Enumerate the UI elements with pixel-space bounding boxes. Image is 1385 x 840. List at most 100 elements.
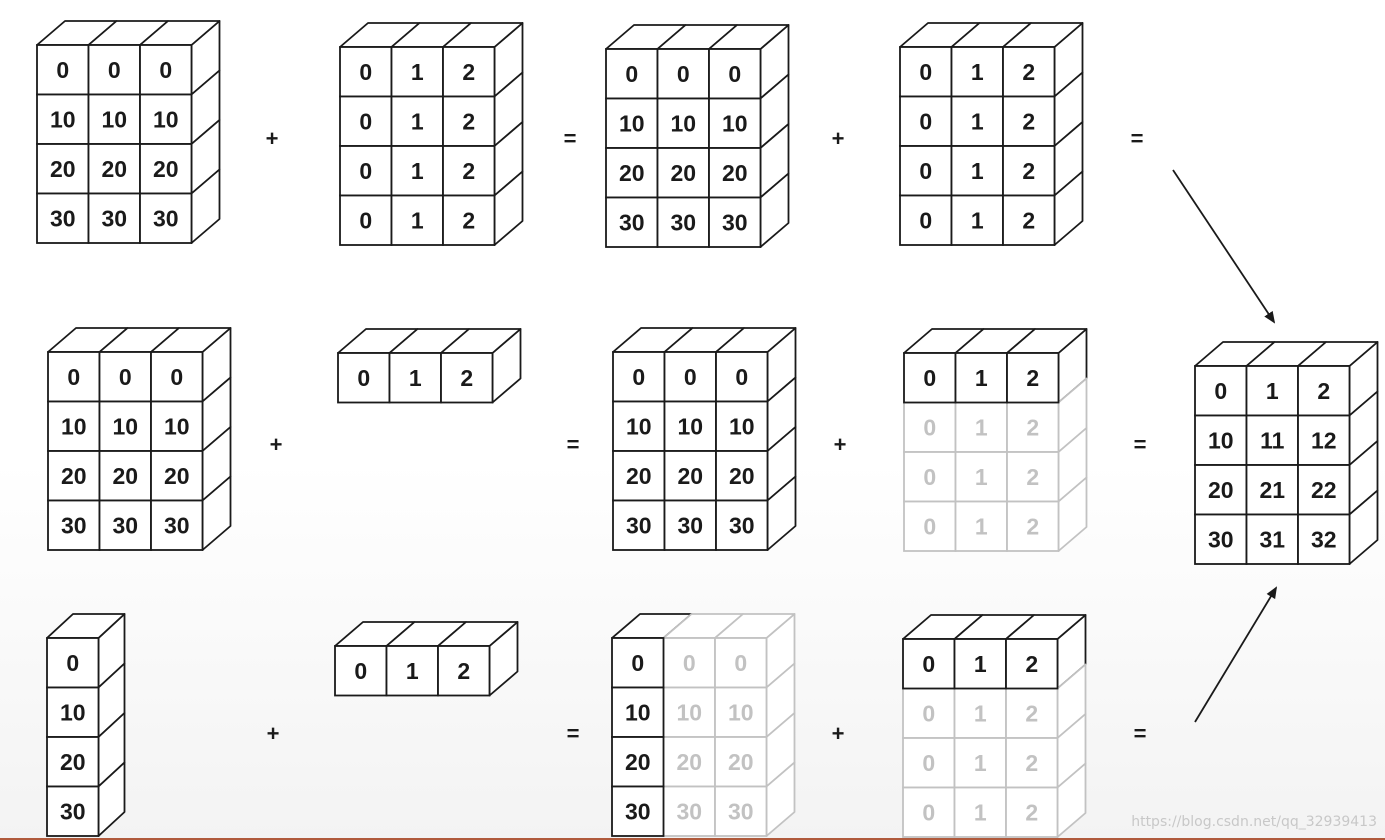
cell-value: 2 bbox=[462, 59, 475, 85]
cell-value: 0 bbox=[919, 207, 932, 233]
cube-front-face bbox=[46, 736, 100, 788]
cell-value: 0 bbox=[108, 57, 121, 83]
cell-value: 2 bbox=[462, 158, 475, 184]
cube-front-face bbox=[1002, 46, 1056, 98]
cell-value: 0 bbox=[625, 61, 638, 87]
plus-operator: + bbox=[834, 432, 847, 457]
cube-front-face bbox=[437, 645, 491, 697]
cube-front-face bbox=[715, 400, 769, 452]
cell-value: 32 bbox=[1311, 526, 1337, 552]
cell-value: 0 bbox=[922, 700, 935, 726]
cube-front-face bbox=[953, 786, 1007, 838]
cube-front-face bbox=[714, 736, 768, 788]
cube-front-face bbox=[390, 95, 444, 147]
plus-operator: + bbox=[832, 126, 845, 151]
cube-front-face bbox=[87, 192, 141, 244]
cell-value: 30 bbox=[626, 512, 652, 538]
cube-front-face bbox=[950, 46, 1004, 98]
cube-front-face bbox=[708, 48, 762, 100]
cube-front-face bbox=[950, 145, 1004, 197]
arrow-to-result-bottom bbox=[1194, 586, 1278, 723]
cell-value: 20 bbox=[164, 463, 190, 489]
cell-value: 22 bbox=[1311, 477, 1337, 503]
cube-front-face bbox=[605, 196, 659, 248]
cell-value: 20 bbox=[625, 749, 651, 775]
cube-front-face bbox=[656, 196, 710, 248]
cell-value: 30 bbox=[677, 512, 703, 538]
cell-value: 0 bbox=[359, 59, 372, 85]
cube-front-face bbox=[612, 351, 666, 403]
watermark-text: https://blog.csdn.net/qq_32939413 bbox=[1131, 814, 1377, 830]
cube-front-face bbox=[612, 499, 666, 551]
equals-operator: = bbox=[564, 126, 577, 151]
equals-operator: = bbox=[567, 721, 580, 746]
cube-front-face bbox=[1194, 414, 1248, 466]
cell-value: 30 bbox=[625, 798, 651, 824]
cell-value: 0 bbox=[357, 365, 370, 391]
cell-value: 20 bbox=[677, 463, 703, 489]
cell-value: 30 bbox=[50, 205, 76, 231]
cell-value: 1 bbox=[411, 59, 424, 85]
cube-front-face bbox=[1245, 513, 1299, 565]
cube-front-face bbox=[139, 93, 193, 145]
cube-front-face bbox=[611, 736, 665, 788]
cell-value: 2 bbox=[1022, 108, 1035, 134]
equals-operator: = bbox=[567, 432, 580, 457]
cube-front-face bbox=[390, 46, 444, 98]
cell-value: 10 bbox=[153, 106, 179, 132]
cube-front-face bbox=[1005, 737, 1059, 789]
cell-value: 20 bbox=[61, 463, 87, 489]
cell-value: 30 bbox=[112, 512, 138, 538]
cube-front-face bbox=[612, 450, 666, 502]
cell-value: 30 bbox=[729, 512, 755, 538]
cube-front-face bbox=[903, 352, 957, 404]
cell-value: 1 bbox=[975, 464, 988, 490]
cell-value: 1 bbox=[411, 207, 424, 233]
cube-front-face bbox=[663, 450, 717, 502]
cube-front-face bbox=[715, 499, 769, 551]
cell-value: 10 bbox=[164, 413, 190, 439]
cell-value: 30 bbox=[101, 205, 127, 231]
cell-value: 1 bbox=[971, 158, 984, 184]
cell-value: 1 bbox=[411, 158, 424, 184]
cell-value: 10 bbox=[61, 413, 87, 439]
cell-value: 10 bbox=[728, 699, 754, 725]
equals-operator: = bbox=[1131, 126, 1144, 151]
cell-value: 1 bbox=[975, 513, 988, 539]
cube-front-face bbox=[1002, 95, 1056, 147]
cell-value: 20 bbox=[722, 160, 748, 186]
cell-value: 0 bbox=[923, 513, 936, 539]
arrow-to-result-top bbox=[1172, 169, 1276, 324]
cell-value: 2 bbox=[1022, 158, 1035, 184]
cube-front-face bbox=[662, 785, 716, 837]
cube-front-face bbox=[334, 645, 388, 697]
cube-front-face bbox=[902, 687, 956, 739]
cube-front-face bbox=[1002, 194, 1056, 246]
cube-front-face bbox=[1005, 786, 1059, 838]
cell-value: 0 bbox=[734, 650, 747, 676]
cell-value: 1 bbox=[974, 651, 987, 677]
cell-value: 2 bbox=[1026, 513, 1039, 539]
cell-value: 30 bbox=[1208, 526, 1234, 552]
cube-front-face bbox=[390, 194, 444, 246]
cube-front-face bbox=[903, 451, 957, 503]
cell-value: 30 bbox=[670, 209, 696, 235]
cell-value: 20 bbox=[676, 749, 702, 775]
cell-value: 1 bbox=[974, 750, 987, 776]
cell-value: 30 bbox=[164, 512, 190, 538]
cell-value: 30 bbox=[153, 205, 179, 231]
cube-front-face bbox=[902, 786, 956, 838]
cell-value: 2 bbox=[1317, 378, 1330, 404]
cube-front-face bbox=[899, 95, 953, 147]
cube-front-face bbox=[656, 48, 710, 100]
cube-front-face bbox=[708, 196, 762, 248]
cell-value: 2 bbox=[462, 108, 475, 134]
cube-front-face bbox=[46, 637, 100, 689]
